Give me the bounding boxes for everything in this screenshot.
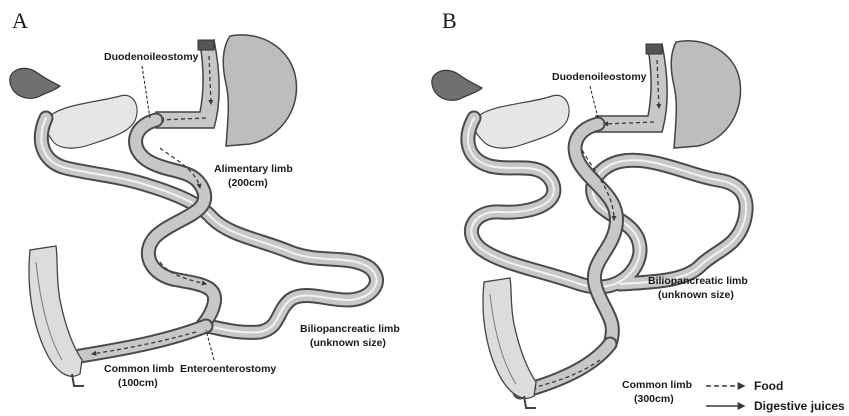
- panel-b: B: [432, 8, 845, 413]
- pancreas-a: [46, 95, 137, 148]
- label-biliopancreatic-a-2: (unknown size): [310, 337, 386, 349]
- label-alimentary-a-2: (200cm): [228, 177, 268, 189]
- legend: Food Digestive juices: [706, 379, 845, 413]
- label-enteroenterostomy-a: Enteroenterostomy: [180, 363, 276, 375]
- alimentary-limb-a: [136, 120, 215, 326]
- label-common-a-1: Common limb: [104, 363, 174, 375]
- label-biliopancreatic-b-1: Biliopancreatic limb: [648, 275, 748, 287]
- label-biliopancreatic-b-2: (unknown size): [658, 289, 734, 301]
- common-limb-a: [80, 326, 206, 356]
- label-duodenoileostomy-b: Duodenoileostomy: [552, 71, 647, 83]
- label-duodenoileostomy-a: Duodenoileostomy: [104, 51, 199, 63]
- colon-a: [29, 246, 84, 386]
- label-common-a-2: (100cm): [118, 377, 158, 389]
- label-common-b-1: Common limb: [622, 379, 692, 391]
- legend-food-label: Food: [754, 379, 783, 393]
- colon-b: [483, 278, 536, 408]
- gallbladder-b: [432, 70, 482, 100]
- panel-a: A: [10, 8, 400, 389]
- stomach-b: [596, 41, 741, 148]
- pointer-duodenoileostomy-a: [142, 66, 150, 118]
- panel-a-letter: A: [12, 8, 28, 33]
- label-alimentary-a-1: Alimentary limb: [214, 163, 293, 175]
- pancreas-b: [474, 95, 569, 148]
- legend-digestive-juices-label: Digestive juices: [754, 399, 845, 413]
- gallbladder-a: [10, 68, 60, 98]
- label-common-b-2: (300cm): [634, 393, 674, 405]
- label-biliopancreatic-a-1: Biliopancreatic limb: [300, 323, 400, 335]
- pointer-duodenoileostomy-b: [590, 86, 598, 118]
- panel-b-letter: B: [442, 8, 457, 33]
